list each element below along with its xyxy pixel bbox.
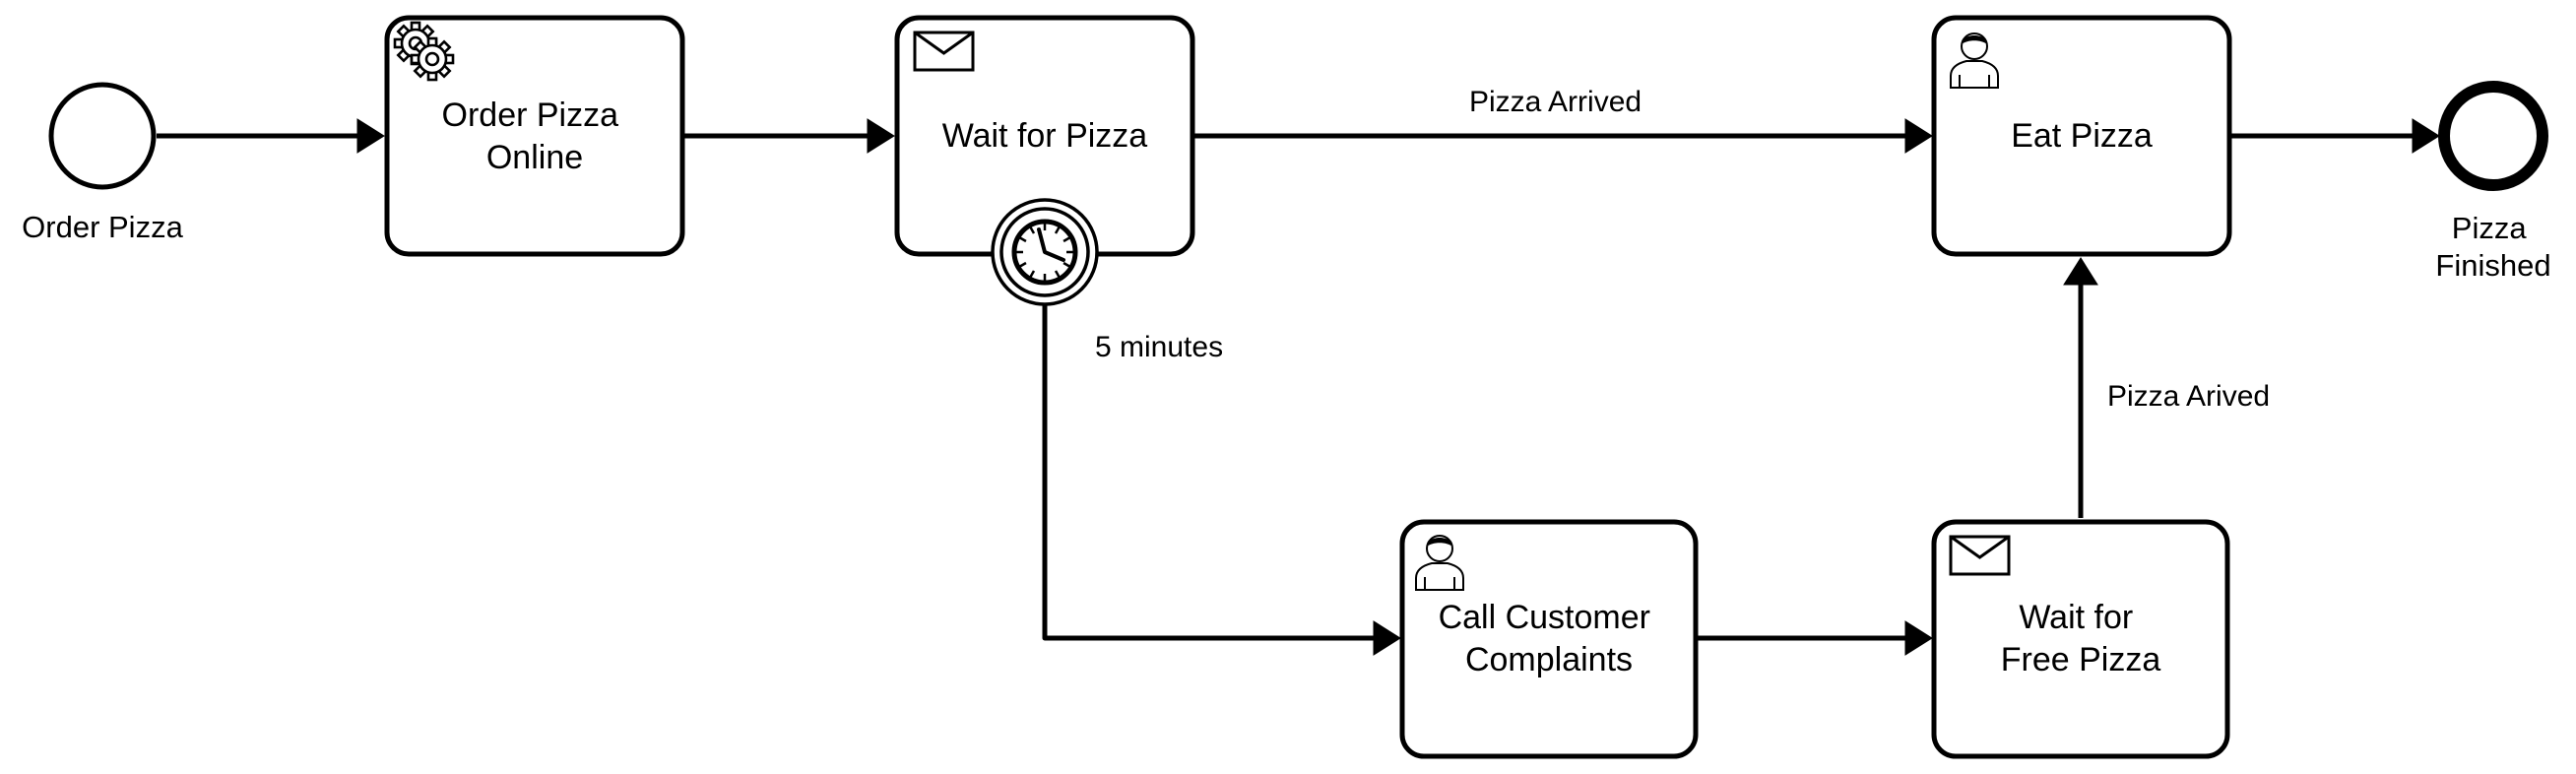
end-event-label-line1: Pizza	[2452, 211, 2528, 245]
flow-label-timer: 5 minutes	[1095, 331, 1223, 363]
task-call-customer-complaints[interactable]: Call Customer Complaints	[1399, 519, 1699, 759]
start-event-label: Order Pizza	[22, 210, 183, 244]
task-wait-for-pizza-label: Wait for Pizza	[942, 117, 1148, 155]
task-label-line1: Call Customer	[1439, 599, 1650, 636]
task-label-line2: Online	[486, 139, 583, 176]
end-event[interactable]	[2438, 81, 2548, 191]
task-label-line1: Wait for	[2019, 599, 2133, 636]
envelope-icon	[1949, 535, 2011, 576]
flow-wait-pizza-to-eat-pizza[interactable]	[1194, 118, 1933, 154]
task-label-line2: Free Pizza	[2001, 641, 2161, 678]
end-event-label: Pizza Finished	[2435, 211, 2550, 283]
gears-icon	[393, 21, 455, 82]
task-call-customer-complaints-label: Call Customer Complaints	[1439, 599, 1660, 678]
flow-label-pizza-arrived: Pizza Arrived	[1469, 86, 1642, 118]
task-eat-pizza[interactable]: Eat Pizza	[1931, 15, 2232, 257]
task-wait-for-free-pizza[interactable]: Wait for Free Pizza	[1931, 519, 2230, 759]
task-label-line1: Order Pizza	[442, 97, 619, 134]
task-order-pizza-online[interactable]: Order Pizza Online	[384, 15, 685, 257]
envelope-icon	[913, 31, 975, 72]
task-order-pizza-online-label: Order Pizza Online	[442, 97, 628, 176]
flow-order-online-to-wait-pizza[interactable]	[684, 118, 895, 154]
end-event-label-line2: Finished	[2435, 248, 2550, 283]
start-event[interactable]	[48, 82, 157, 190]
flow-timer-to-call-complaints[interactable]	[1042, 304, 1401, 656]
flow-label-pizza-arived: Pizza Arived	[2107, 380, 2270, 413]
flow-start-to-order-online[interactable]	[157, 118, 385, 154]
user-icon	[1950, 32, 1999, 89]
task-label-line2: Complaints	[1465, 641, 1633, 678]
task-eat-pizza-label: Eat Pizza	[2011, 117, 2153, 155]
sequence-flows	[157, 118, 2440, 656]
flow-wait-free-to-eat-pizza[interactable]	[2063, 257, 2098, 518]
flow-call-complaints-to-wait-free[interactable]	[1698, 620, 1933, 656]
task-wait-for-free-pizza-label: Wait for Free Pizza	[2001, 599, 2161, 678]
task-wait-for-pizza[interactable]: Wait for Pizza	[894, 15, 1195, 257]
timer-boundary-event[interactable]	[991, 198, 1099, 306]
flow-eat-pizza-to-end[interactable]	[2231, 118, 2440, 154]
clock-icon	[1011, 219, 1078, 286]
user-icon	[1415, 535, 1464, 591]
